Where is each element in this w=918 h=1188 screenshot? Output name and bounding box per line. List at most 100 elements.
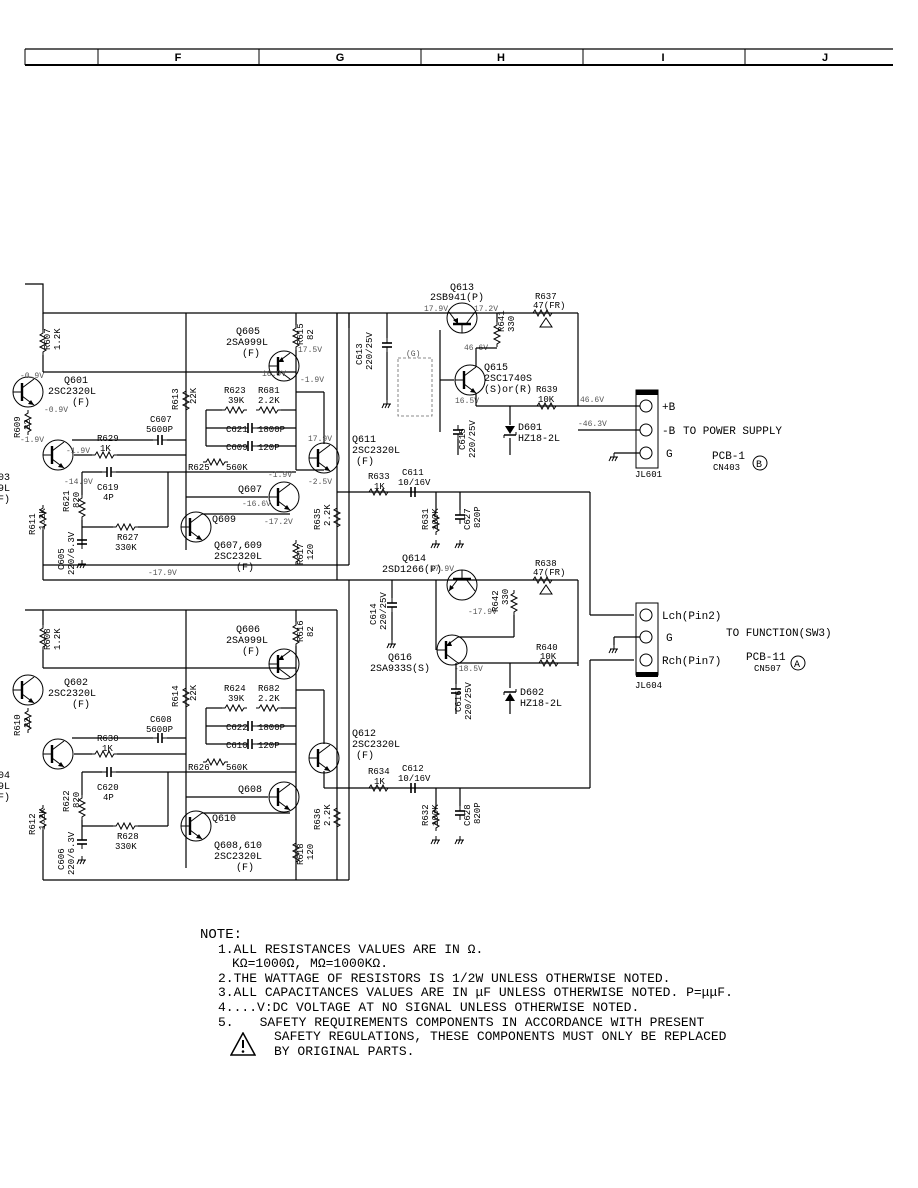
- r632-value: 100K: [431, 804, 441, 826]
- q615-part: 2SC1740S: [484, 374, 532, 385]
- q611-collector-voltage: 17.9V: [308, 435, 332, 444]
- jl601-pcb: PCB-1: [712, 451, 745, 463]
- r611-value: 1.2K: [38, 508, 48, 530]
- r623-ref: R623: [224, 386, 246, 396]
- c622-ref: C622: [226, 723, 248, 733]
- c616-ref: C616: [454, 690, 464, 712]
- c606-value: 220/6.3V: [67, 831, 77, 875]
- q613-ref: Q613: [450, 283, 474, 294]
- q614-emitter-voltage: -17.9V: [468, 608, 497, 617]
- note-5-text: SAFETY REQUIREMENTS COMPONENTS IN ACCORD…: [259, 1014, 705, 1030]
- notes-section: NOTE: 1.ALL RESISTANCES VALUES ARE IN Ω.…: [200, 928, 760, 1059]
- c605-value: 220/6.3V: [67, 531, 77, 575]
- r616-value: 82: [306, 626, 316, 637]
- q603-emitter-voltage: -14.9V: [64, 478, 93, 487]
- safety-warning-icon-2: [539, 584, 553, 595]
- q607-609-grade: (F): [236, 562, 254, 574]
- q604-part: 9L: [0, 782, 10, 793]
- r630-value: 1K: [102, 744, 113, 754]
- dashed-box-label: (G): [406, 350, 420, 359]
- jl601-pin-g: G: [666, 449, 673, 461]
- r616-ref: R616: [296, 620, 306, 642]
- note-3-num: 3.: [218, 985, 234, 1001]
- r633-ref: R633: [368, 472, 390, 482]
- q605-base-voltage: 17.5V: [298, 346, 322, 355]
- q602-grade: (F): [72, 699, 90, 711]
- note-1-cont: KΩ=1000Ω, MΩ=1000KΩ.: [232, 956, 389, 972]
- c614-ref: C614: [369, 603, 379, 625]
- r618-value: 120: [306, 844, 316, 860]
- q614-collector-voltage: 17.9V: [430, 565, 454, 574]
- r612-value: 1.2K: [38, 808, 48, 830]
- note-5-num: 5.: [218, 1014, 234, 1030]
- q601-grade: (F): [72, 397, 90, 409]
- c621-ref: C621: [226, 425, 248, 435]
- q612-grade: (F): [356, 750, 374, 762]
- note-2-text: THE WATTAGE OF RESISTORS IS 1/2W UNLESS …: [233, 970, 671, 986]
- left-voltage-1: -0.9V: [44, 406, 68, 415]
- r629-ref: R629: [97, 434, 119, 444]
- q605-part: 2SA999L: [226, 338, 268, 349]
- c610-ref: C610: [226, 741, 248, 751]
- r610-value: 22: [23, 717, 33, 728]
- q602-part: 2SC2320L: [48, 689, 96, 700]
- jl604-cn: CN507: [754, 664, 781, 674]
- c606-ref: C606: [57, 848, 67, 870]
- q613-power-section: Q613 2SB941(P) 17.9V 17.2V R637 47(FR) R…: [355, 283, 578, 458]
- r615-ref: R615: [296, 323, 306, 345]
- q601-part: 2SC2320L: [48, 387, 96, 398]
- r641-value: 330: [507, 316, 517, 332]
- q601-ref: Q601: [64, 376, 88, 387]
- note-5-cont: SAFETY REGULATIONS, THESE COMPONENTS MUS…: [274, 1029, 727, 1045]
- r681-value: 2.2K: [258, 396, 280, 406]
- q605-collector-voltage: -1.9V: [300, 376, 324, 385]
- r634-value: 1K: [374, 777, 385, 787]
- c608-ref: C608: [150, 715, 172, 725]
- r613-value: 22K: [189, 387, 199, 404]
- jl601-pin-minusb: -B: [662, 426, 676, 438]
- column-label-f: F: [175, 52, 182, 64]
- c627-ref: C627: [463, 508, 473, 530]
- r630-ref: R630: [97, 734, 119, 744]
- q609-ref: Q609: [212, 515, 236, 526]
- r642-value: 330: [501, 589, 511, 605]
- r635-value: 2.2K: [323, 504, 333, 526]
- jl604-pin-lch: Lch(Pin2): [662, 611, 721, 623]
- supply-plus-voltage: 46.6V: [580, 396, 604, 405]
- q603-base-voltage: -1.9V: [66, 447, 90, 456]
- jl604-destination: TO FUNCTION(SW3): [726, 628, 832, 640]
- r608-value: 1.2K: [53, 628, 63, 650]
- q616-part: 2SA933S(S): [370, 663, 430, 675]
- q601-voltage: -0.9V: [20, 372, 44, 381]
- r618-ref: R618: [296, 843, 306, 865]
- r609-value: 22: [23, 419, 33, 430]
- r607-value: 1.2K: [53, 328, 63, 350]
- q608-610-ref: Q608,610: [214, 841, 262, 852]
- column-label-i: I: [661, 52, 664, 64]
- r638-value: 47(FR): [533, 568, 565, 578]
- c609-value: 120P: [258, 443, 280, 453]
- q616-emitter-voltage: -18.5V: [454, 665, 483, 674]
- q603-ref: 03: [0, 473, 10, 484]
- c628-ref: C628: [463, 804, 473, 826]
- r634-ref: R634: [368, 767, 390, 777]
- c615-ref: C615: [458, 428, 468, 450]
- c614-value: 220/25V: [379, 592, 389, 630]
- lower-channel-components: R608 1.2K R616 82 Q606 2SA999L (F) Q602 …: [0, 620, 483, 880]
- q605-grade: (F): [242, 348, 260, 360]
- q607-collector-voltage: -1.9V: [268, 471, 292, 480]
- c620-ref: C620: [97, 783, 119, 793]
- q603-part: 9L: [0, 484, 10, 495]
- c613-ref: C613: [355, 343, 365, 365]
- q615-ref: Q615: [484, 363, 508, 374]
- c616-value: 220/25V: [464, 682, 474, 720]
- q611-part: 2SC2320L: [352, 446, 400, 457]
- r639-value: 10K: [538, 395, 555, 405]
- r628-value: 330K: [115, 842, 137, 852]
- c612-ref: C612: [402, 764, 424, 774]
- q607-ref: Q607: [238, 485, 262, 496]
- q614-part: 2SD1266(P): [382, 564, 442, 576]
- jl601-mark: B: [756, 460, 762, 471]
- q612-ref: Q612: [352, 729, 376, 740]
